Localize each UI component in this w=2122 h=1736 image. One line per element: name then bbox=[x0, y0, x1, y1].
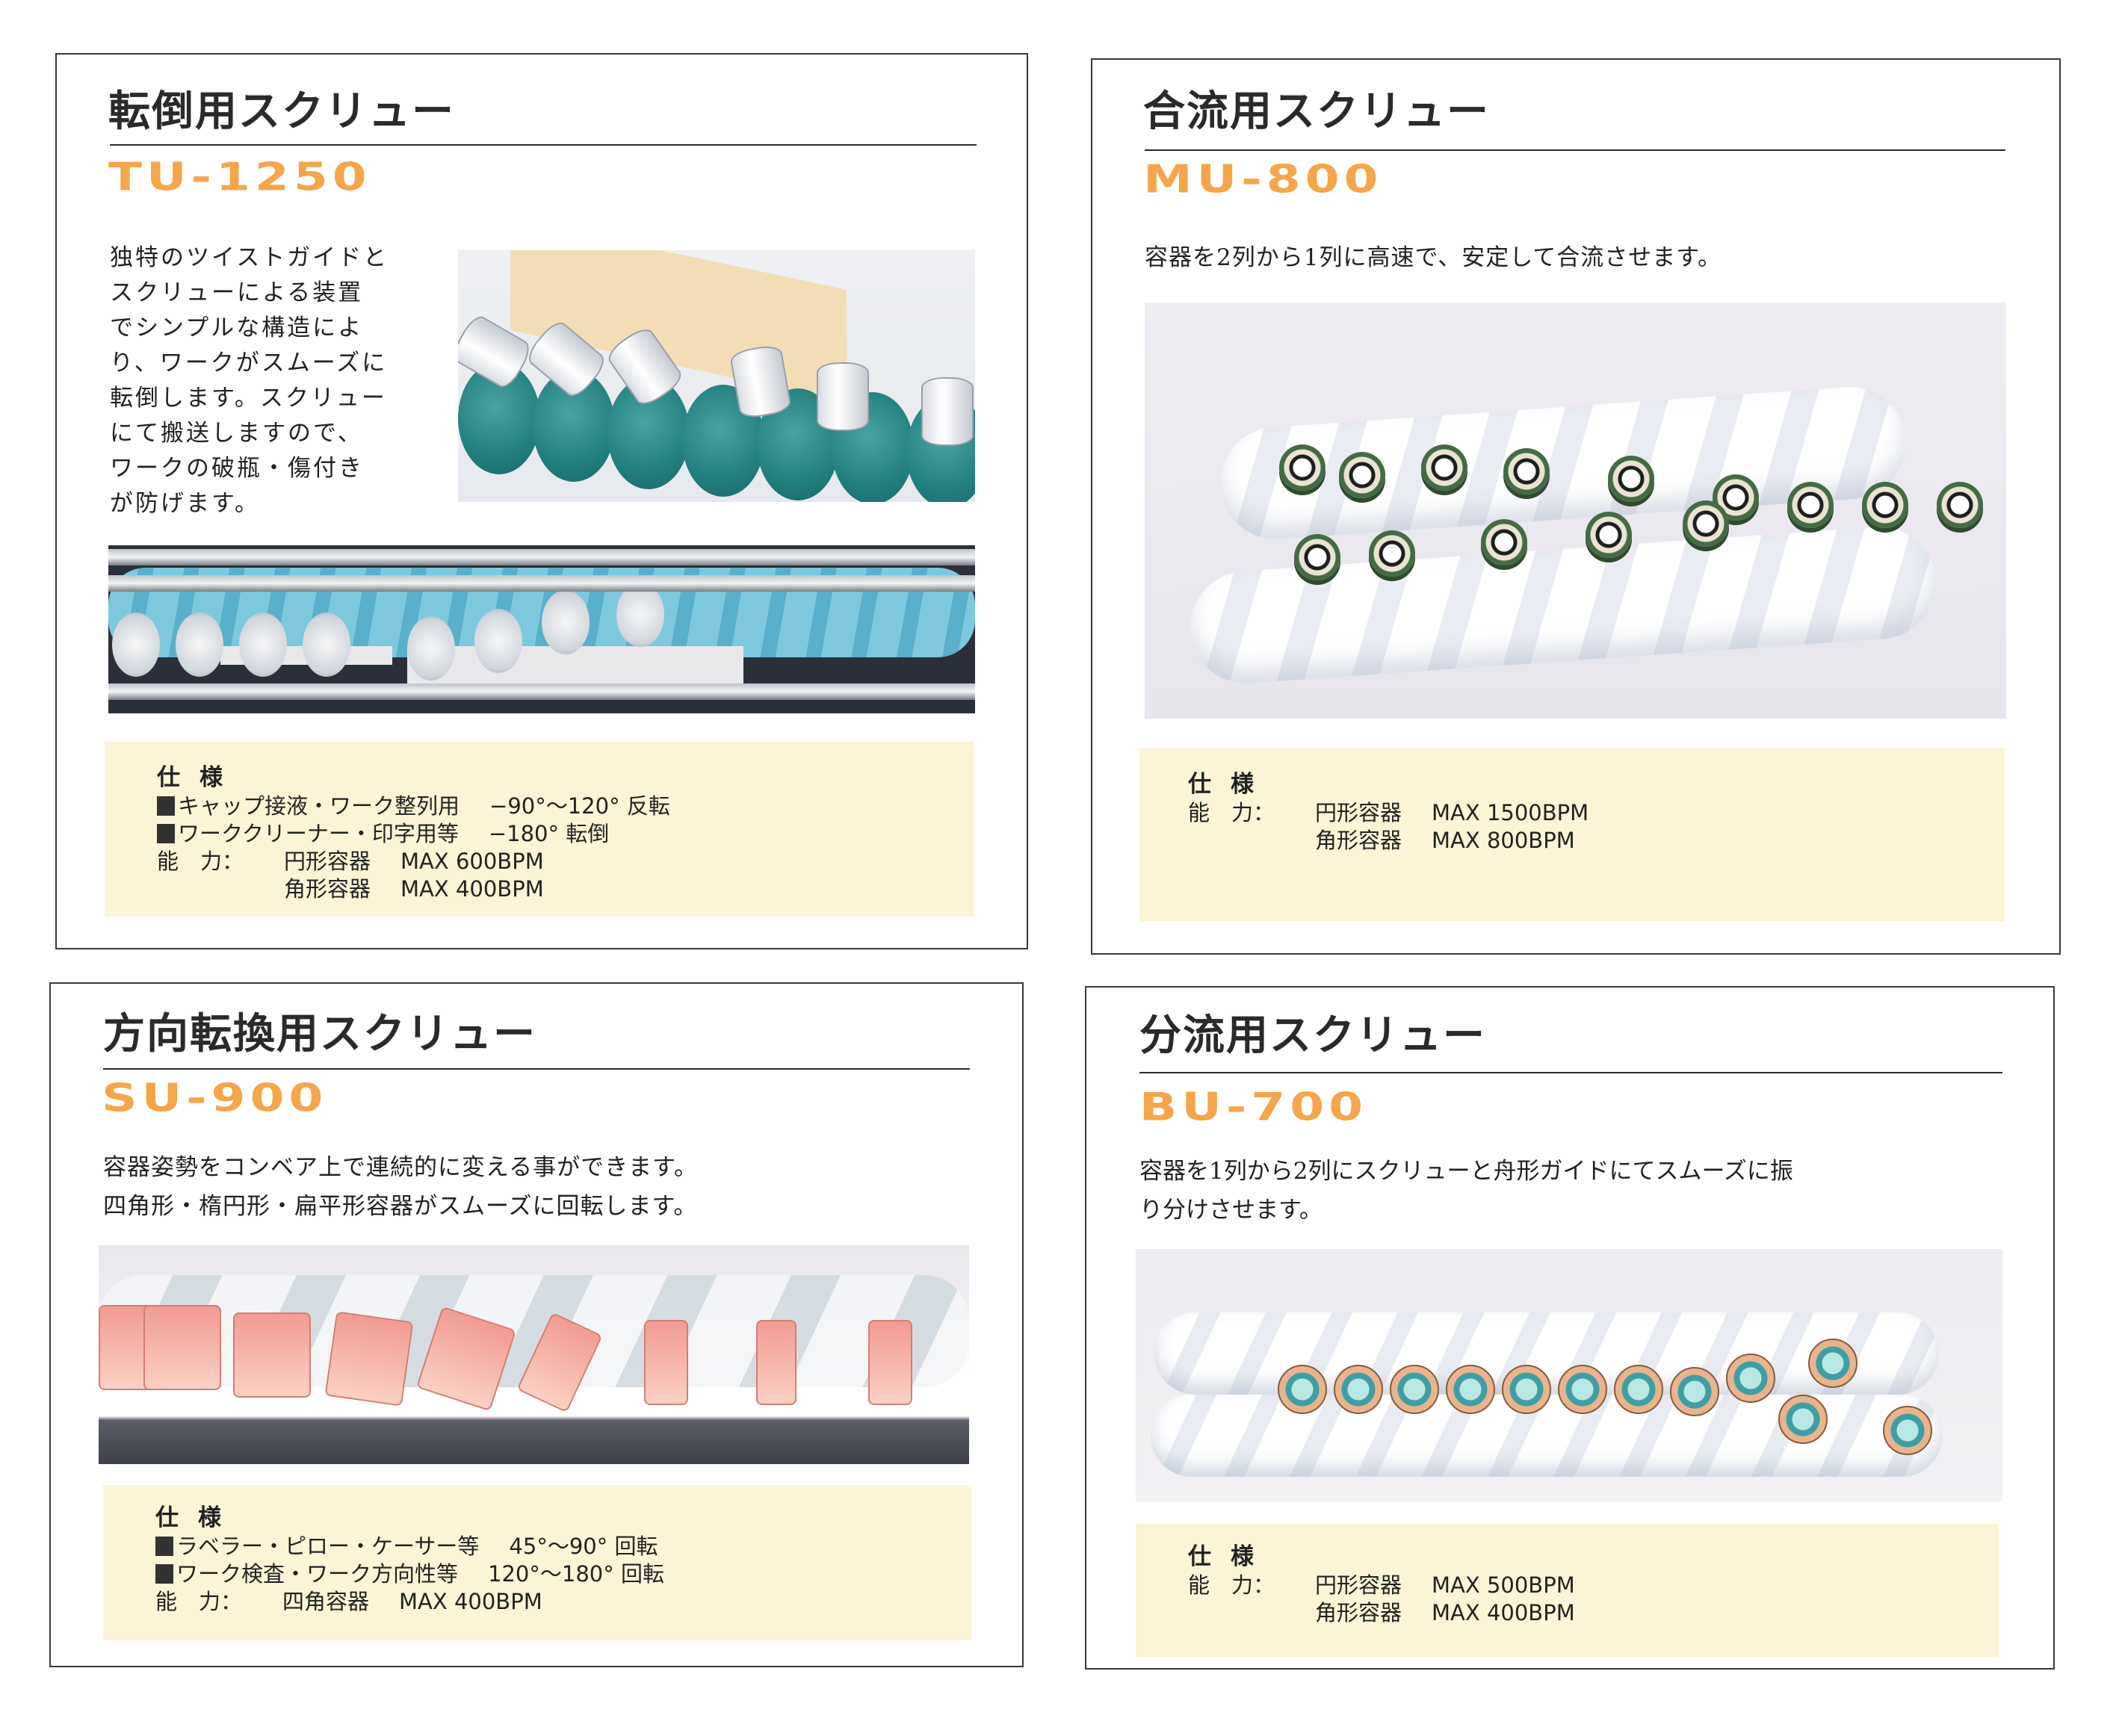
square-bullet-icon bbox=[157, 824, 175, 843]
description: 容器を1列から2列にスクリューと舟形ガイドにてスムーズに振 り分けさせます。 bbox=[1139, 1152, 1793, 1230]
spec-box: 仕様 キャップ接液・ワーク整列用−90°〜120° 反転 ワーククリーナー・印字… bbox=[105, 742, 974, 917]
spec-heading: 仕様 bbox=[157, 764, 242, 791]
square-bullet-icon bbox=[155, 1564, 173, 1584]
screw-with-twist-guide-and-cans-photo bbox=[458, 250, 975, 502]
description-line: でシンプルな構造によ bbox=[110, 314, 364, 341]
square-bullet-icon bbox=[157, 796, 175, 816]
screw-conveyor-line-with-cans-photo bbox=[108, 545, 975, 713]
model-number: BU-700 bbox=[1139, 1084, 1368, 1129]
model-number: MU-800 bbox=[1143, 156, 1383, 202]
description: 独特のツイストガイドと スクリューによる装置 でシンプルな構造によ り、ワークが… bbox=[110, 241, 389, 521]
model-number: SU-900 bbox=[102, 1075, 328, 1120]
description-line: ワークの破瓶・傷付き bbox=[110, 455, 364, 482]
title-divider bbox=[1145, 149, 2005, 151]
direction-change-screw-with-boxes-photo bbox=[99, 1245, 969, 1464]
description-line: 容器姿勢をコンベア上で連続的に変える事ができます。 bbox=[103, 1154, 698, 1181]
description-line: り、ワークがスムーズに bbox=[110, 350, 388, 376]
dividing-screw-with-bottles-photo bbox=[1136, 1249, 2002, 1501]
panel-title: 転倒用スクリュー bbox=[108, 87, 455, 136]
description-line: 転倒します。スクリュー bbox=[110, 385, 387, 412]
spec-heading: 仕様 bbox=[1188, 771, 1273, 798]
model-number: TU-1250 bbox=[108, 154, 371, 199]
description-line: 容器を1列から2列にスクリューと舟形ガイドにてスムーズに振 bbox=[1139, 1158, 1793, 1185]
title-divider bbox=[1139, 1072, 2002, 1073]
description: 容器姿勢をコンベア上で連続的に変える事ができます。 四角形・楕円形・扁平形容器が… bbox=[103, 1148, 698, 1226]
description-line: にて搬送しますので、 bbox=[110, 420, 363, 447]
description-line: スクリューによる装置 bbox=[110, 279, 364, 306]
description-line: り分けさせます。 bbox=[1139, 1197, 1323, 1224]
panel-title: 方向転換用スクリュー bbox=[103, 1010, 536, 1058]
spec-heading: 仕様 bbox=[1188, 1543, 1273, 1570]
spec-item: キャップ接液・ワーク整列用−90°〜120° 反転 bbox=[157, 793, 670, 820]
panel-title: 合流用スクリュー bbox=[1143, 87, 1490, 136]
square-bullet-icon bbox=[155, 1537, 173, 1556]
spec-item: ワーククリーナー・印字用等−180° 転倒 bbox=[157, 820, 609, 848]
title-divider bbox=[103, 1068, 970, 1070]
panel-title: 分流用スクリュー bbox=[1139, 1011, 1486, 1060]
description-line: 容器を2列から1列に高速で、安定して合流させます。 bbox=[1145, 244, 1722, 271]
merging-screw-with-bottles-photo bbox=[1145, 303, 2006, 719]
spec-heading: 仕様 bbox=[155, 1504, 241, 1531]
description-line: 四角形・楕円形・扁平形容器がスムーズに回転します。 bbox=[103, 1193, 698, 1220]
description-line: 独特のツイストガイドと bbox=[110, 244, 389, 271]
description-line: が防げます。 bbox=[110, 490, 260, 517]
title-divider bbox=[110, 144, 977, 146]
description: 容器を2列から1列に高速で、安定して合流させます。 bbox=[1145, 241, 1722, 276]
